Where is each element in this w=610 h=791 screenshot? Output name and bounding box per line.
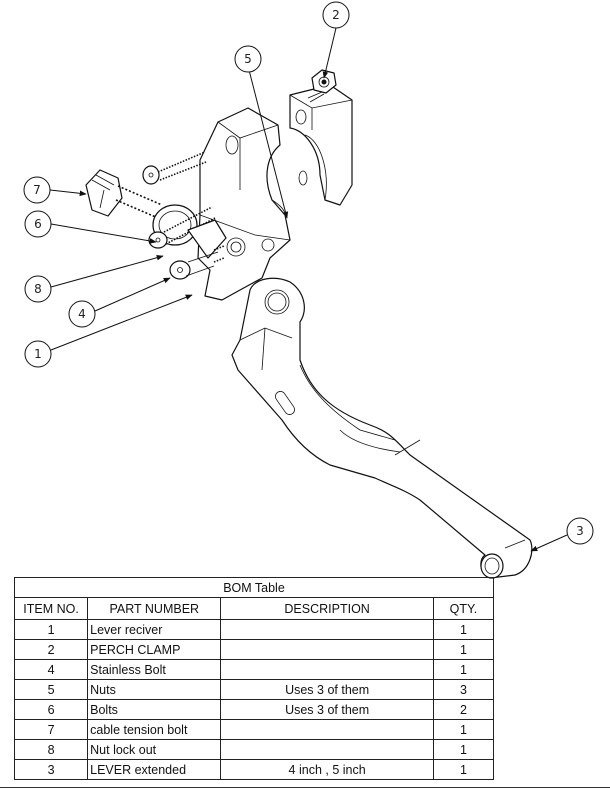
cable-tension-bolt-part bbox=[85, 169, 163, 219]
lever-extended-part bbox=[231, 277, 533, 579]
table-row: 8 Nut lock out 1 bbox=[13, 739, 495, 760]
table-row: 1 Lever reciver 1 bbox=[13, 619, 495, 640]
table-row: 3 LEVER extended 4 inch , 5 inch 1 bbox=[13, 759, 495, 780]
balloon-1: 1 bbox=[24, 340, 52, 368]
item-no: 5 bbox=[13, 679, 89, 700]
part-number: Lever reciver bbox=[87, 619, 222, 640]
description: 4 inch , 5 inch bbox=[220, 759, 434, 780]
qty: 1 bbox=[432, 759, 495, 780]
bom-table: BOM Table ITEM NO. PART NUMBER DESCRIPTI… bbox=[13, 577, 495, 780]
header-description: DESCRIPTION bbox=[220, 597, 434, 620]
svg-text:4: 4 bbox=[78, 307, 86, 321]
clamp-nut-part bbox=[307, 69, 337, 103]
bolt-part bbox=[148, 206, 216, 249]
table-row: 6 Bolts Uses 3 of them 2 bbox=[13, 699, 495, 720]
balloon-4: 4 bbox=[68, 300, 96, 328]
svg-text:7: 7 bbox=[33, 183, 41, 197]
item-no: 3 bbox=[13, 759, 89, 780]
part-number: Nut lock out bbox=[87, 739, 222, 760]
description bbox=[220, 619, 434, 640]
svg-text:8: 8 bbox=[34, 282, 42, 296]
bom-title-row: BOM Table bbox=[14, 577, 494, 598]
svg-text:5: 5 bbox=[244, 52, 252, 66]
header-part-number: PART NUMBER bbox=[87, 597, 222, 620]
header-qty: QTY. bbox=[432, 597, 495, 620]
description bbox=[220, 739, 434, 760]
part-number: LEVER extended bbox=[87, 759, 222, 780]
balloon-2: 2 bbox=[322, 1, 350, 29]
bom-title: BOM Table bbox=[14, 577, 494, 598]
qty: 2 bbox=[432, 699, 495, 720]
item-no: 6 bbox=[13, 699, 89, 720]
sheet-border-line bbox=[0, 787, 610, 788]
svg-text:2: 2 bbox=[332, 8, 340, 22]
part-number: Stainless Bolt bbox=[87, 659, 222, 680]
table-row: 2 PERCH CLAMP 1 bbox=[13, 639, 495, 660]
table-row: 4 Stainless Bolt 1 bbox=[13, 659, 495, 680]
bom-header-row: ITEM NO. PART NUMBER DESCRIPTION QTY. bbox=[13, 597, 495, 620]
balloon-8: 8 bbox=[24, 275, 52, 303]
table-row: 5 Nuts Uses 3 of them 3 bbox=[13, 679, 495, 700]
qty: 1 bbox=[432, 639, 495, 660]
qty: 3 bbox=[432, 679, 495, 700]
svg-text:3: 3 bbox=[576, 524, 584, 538]
balloon-6: 6 bbox=[24, 210, 52, 238]
header-item-no: ITEM NO. bbox=[13, 597, 89, 620]
description bbox=[220, 719, 434, 740]
part-number: Nuts bbox=[87, 679, 222, 700]
balloon-5: 5 bbox=[234, 45, 262, 73]
qty: 1 bbox=[432, 619, 495, 640]
item-no: 1 bbox=[13, 619, 89, 640]
description: Uses 3 of them bbox=[220, 699, 434, 720]
item-no: 2 bbox=[13, 639, 89, 660]
qty: 1 bbox=[432, 659, 495, 680]
leader-lines bbox=[49, 27, 568, 552]
description bbox=[220, 659, 434, 680]
item-no: 7 bbox=[13, 719, 89, 740]
stainless-bolt-part bbox=[169, 219, 227, 280]
description bbox=[220, 639, 434, 660]
svg-text:6: 6 bbox=[34, 217, 42, 231]
item-no: 4 bbox=[13, 659, 89, 680]
part-number: cable tension bolt bbox=[87, 719, 222, 740]
balloon-7: 7 bbox=[23, 176, 51, 204]
part-number: PERCH CLAMP bbox=[87, 639, 222, 660]
table-row: 7 cable tension bolt 1 bbox=[13, 719, 495, 740]
svg-text:1: 1 bbox=[34, 347, 42, 361]
housing-bolt-part bbox=[142, 151, 207, 185]
description: Uses 3 of them bbox=[220, 679, 434, 700]
lever-housing-part bbox=[197, 107, 291, 301]
balloon-3: 3 bbox=[566, 517, 594, 545]
qty: 1 bbox=[432, 719, 495, 740]
perch-clamp-part bbox=[289, 84, 353, 206]
qty: 1 bbox=[432, 739, 495, 760]
item-no: 8 bbox=[13, 739, 89, 760]
part-number: Bolts bbox=[87, 699, 222, 720]
